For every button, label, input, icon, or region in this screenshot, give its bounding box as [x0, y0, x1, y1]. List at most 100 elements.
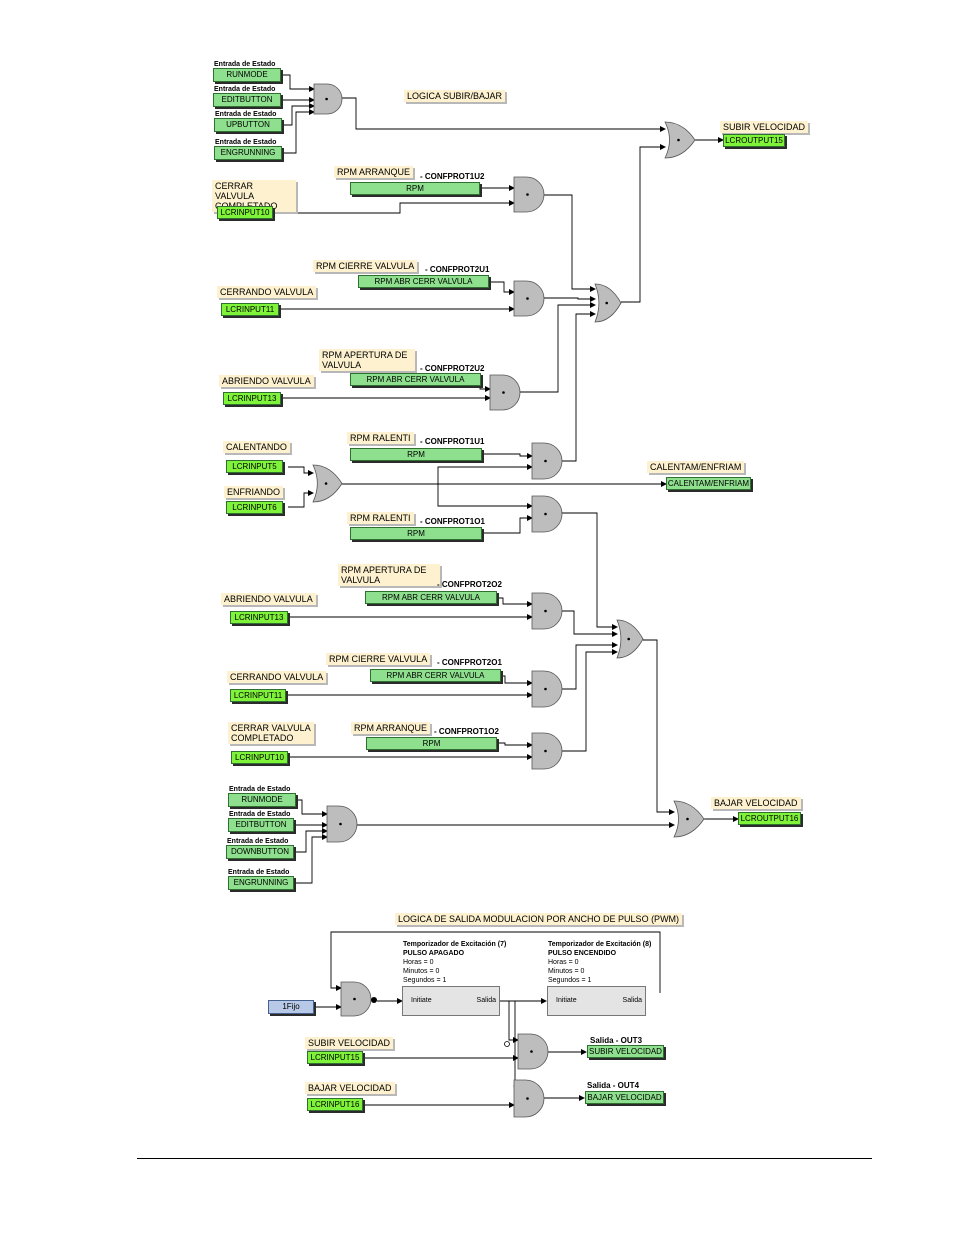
wire — [288, 466, 314, 476]
wire — [562, 642, 618, 690]
wire — [544, 296, 596, 302]
output4-tag: Salida - OUT4 — [587, 1081, 640, 1090]
wire — [544, 194, 596, 292]
timer-output-pin: Salida — [622, 997, 642, 1004]
gate-center-dot — [325, 97, 328, 101]
subir-velocidad-label: SUBIR VELOCIDAD — [305, 1037, 394, 1049]
lcrinput15-block[interactable]: LCRINPUT15 — [307, 1051, 363, 1064]
output3-tag: Salida - OUT3 — [590, 1036, 643, 1045]
and-gate[interactable] — [531, 495, 563, 533]
wire — [283, 103, 315, 126]
timer-pulse-off[interactable]: Initiate Salida — [402, 986, 500, 1016]
rpm-block[interactable]: RPM — [350, 527, 482, 540]
lcrinput13-block[interactable]: LCRINPUT13 — [223, 392, 281, 405]
rpm-block[interactable]: RPM — [350, 448, 482, 461]
wire — [437, 484, 533, 509]
wire — [562, 311, 596, 462]
or-gate[interactable] — [673, 800, 705, 838]
rpm-abr-cerr-valvula-block[interactable]: RPM ABR CERR VALVULA — [350, 373, 481, 386]
timer-mode: PULSO ENCENDIDO — [548, 950, 617, 957]
subir-velocidad-output-block[interactable]: SUBIR VELOCIDAD — [587, 1045, 664, 1058]
gate-center-dot — [526, 297, 529, 300]
gate-center-dot — [605, 301, 608, 305]
wire — [520, 302, 596, 393]
rpm-apertura-valvula-label: RPM APERTURA DE VALVULA — [338, 564, 440, 586]
rpm-arranque-label: RPM ARRANQUE — [351, 722, 431, 734]
wire — [437, 464, 533, 484]
upbutton-block[interactable]: UPBUTTON — [214, 118, 282, 132]
and-gate[interactable] — [531, 592, 563, 630]
gate-center-dot — [627, 637, 630, 641]
or-gate[interactable] — [664, 121, 696, 159]
rpm-cierre-valvula-label: RPM CIERRE VALVULA — [313, 260, 418, 272]
wire — [621, 144, 666, 303]
confprot1u2-tag: - CONFPROT1U2 — [420, 172, 485, 181]
runmode-block[interactable]: RUNMODE — [228, 793, 296, 807]
wire — [562, 512, 618, 630]
and-gate[interactable] — [513, 176, 545, 213]
rpm-abr-cerr-valvula-block[interactable]: RPM ABR CERR VALVULA — [365, 591, 497, 604]
gate-center-dot — [544, 459, 547, 463]
rpm-block[interactable]: RPM — [350, 182, 480, 195]
rpm-block[interactable]: RPM — [366, 737, 497, 750]
state-input-tag: Entrada de Estado — [227, 838, 289, 845]
rpm-abr-cerr-valvula-block[interactable]: RPM ABR CERR VALVULA — [358, 275, 489, 288]
gate-center-dot — [353, 997, 356, 1001]
inverter-bubble — [371, 997, 377, 1003]
gate-center-dot — [339, 822, 342, 826]
lcrinput13-block[interactable]: LCRINPUT13 — [230, 611, 288, 624]
and-gate[interactable] — [513, 280, 545, 317]
or-gate[interactable] — [312, 464, 343, 503]
confprot2u1-tag: - CONFPROT2U1 — [425, 265, 490, 274]
timer-title: Temporizador de Excitación (8) — [548, 941, 652, 948]
state-input-tag: Entrada de Estado — [215, 139, 277, 146]
lcrinput16-block[interactable]: LCRINPUT16 — [307, 1098, 363, 1111]
bajar-velocidad-label: BAJAR VELOCIDAD — [305, 1082, 395, 1094]
editbutton-block[interactable]: EDITBUTTON — [213, 93, 281, 107]
timer-mode: PULSO APAGADO — [403, 950, 465, 957]
and-gate[interactable] — [517, 1033, 549, 1070]
fixed-one-block[interactable]: 1Fijo — [268, 1000, 314, 1014]
and-gate[interactable] — [340, 981, 372, 1017]
lcrinput11-block[interactable]: LCRINPUT11 — [221, 303, 279, 316]
and-gate[interactable] — [531, 442, 563, 480]
and-gate[interactable] — [531, 670, 563, 708]
engrunning-block[interactable]: ENGRUNNING — [214, 146, 282, 160]
engrunning-block[interactable]: ENGRUNNING — [228, 876, 294, 890]
and-gate[interactable] — [531, 732, 563, 770]
lcrinput5-block[interactable]: LCRINPUT5 — [226, 460, 283, 473]
and-gate[interactable] — [313, 83, 343, 115]
state-input-tag: Entrada de Estado — [214, 86, 276, 93]
editbutton-block[interactable]: EDITBUTTON — [228, 818, 294, 832]
timer-pulse-on[interactable]: Initiate Salida — [547, 986, 646, 1016]
timer-seconds: Segundos = 1 — [548, 977, 592, 984]
runmode-block[interactable]: RUNMODE — [213, 68, 281, 82]
timer-hours: Horas = 0 — [403, 959, 434, 966]
and-gate[interactable] — [513, 1079, 545, 1118]
gate-center-dot — [544, 609, 547, 613]
calentam-enfriam-block[interactable]: CALENTAM/ENFRIAM — [666, 477, 751, 490]
section-title-up-down: LOGICA SUBIR/BAJAR — [404, 90, 506, 102]
rpm-apertura-valvula-label: RPM APERTURA DE VALVULA — [319, 349, 415, 371]
lcrinput6-block[interactable]: LCRINPUT6 — [226, 501, 283, 514]
cerrando-valvula-label: CERRANDO VALVULA — [227, 671, 327, 683]
wire — [342, 97, 666, 132]
lcrinput10-block[interactable]: LCRINPUT10 — [231, 751, 288, 764]
lcrinput10-block[interactable]: LCRINPUT10 — [217, 206, 273, 219]
lcroutput15-block[interactable]: LCROUTPUT15 — [723, 134, 785, 147]
bajar-velocidad-output-block[interactable]: BAJAR VELOCIDAD — [585, 1091, 664, 1104]
and-gate[interactable] — [326, 805, 358, 843]
bajar-velocidad-label: BAJAR VELOCIDAD — [711, 797, 801, 809]
downbutton-block[interactable]: DOWNBUTTON — [226, 845, 294, 859]
cerrando-valvula-label: CERRANDO VALVULA — [217, 286, 317, 298]
cerrar-valvula-completado-label: CERRAR VALVULA COMPLETADO — [228, 722, 314, 744]
rpm-abr-cerr-valvula-block[interactable]: RPM ABR CERR VALVULA — [370, 669, 501, 682]
lcroutput16-block[interactable]: LCROUTPUT16 — [738, 812, 801, 825]
and-gate[interactable] — [489, 374, 521, 411]
state-input-tag: Entrada de Estado — [229, 786, 291, 793]
abriendo-valvula-label: ABRIENDO VALVULA — [219, 375, 314, 387]
timer-initiate-pin: Initiate — [556, 997, 577, 1004]
wire — [330, 931, 661, 993]
lcrinput11-block[interactable]: LCRINPUT11 — [230, 689, 286, 702]
